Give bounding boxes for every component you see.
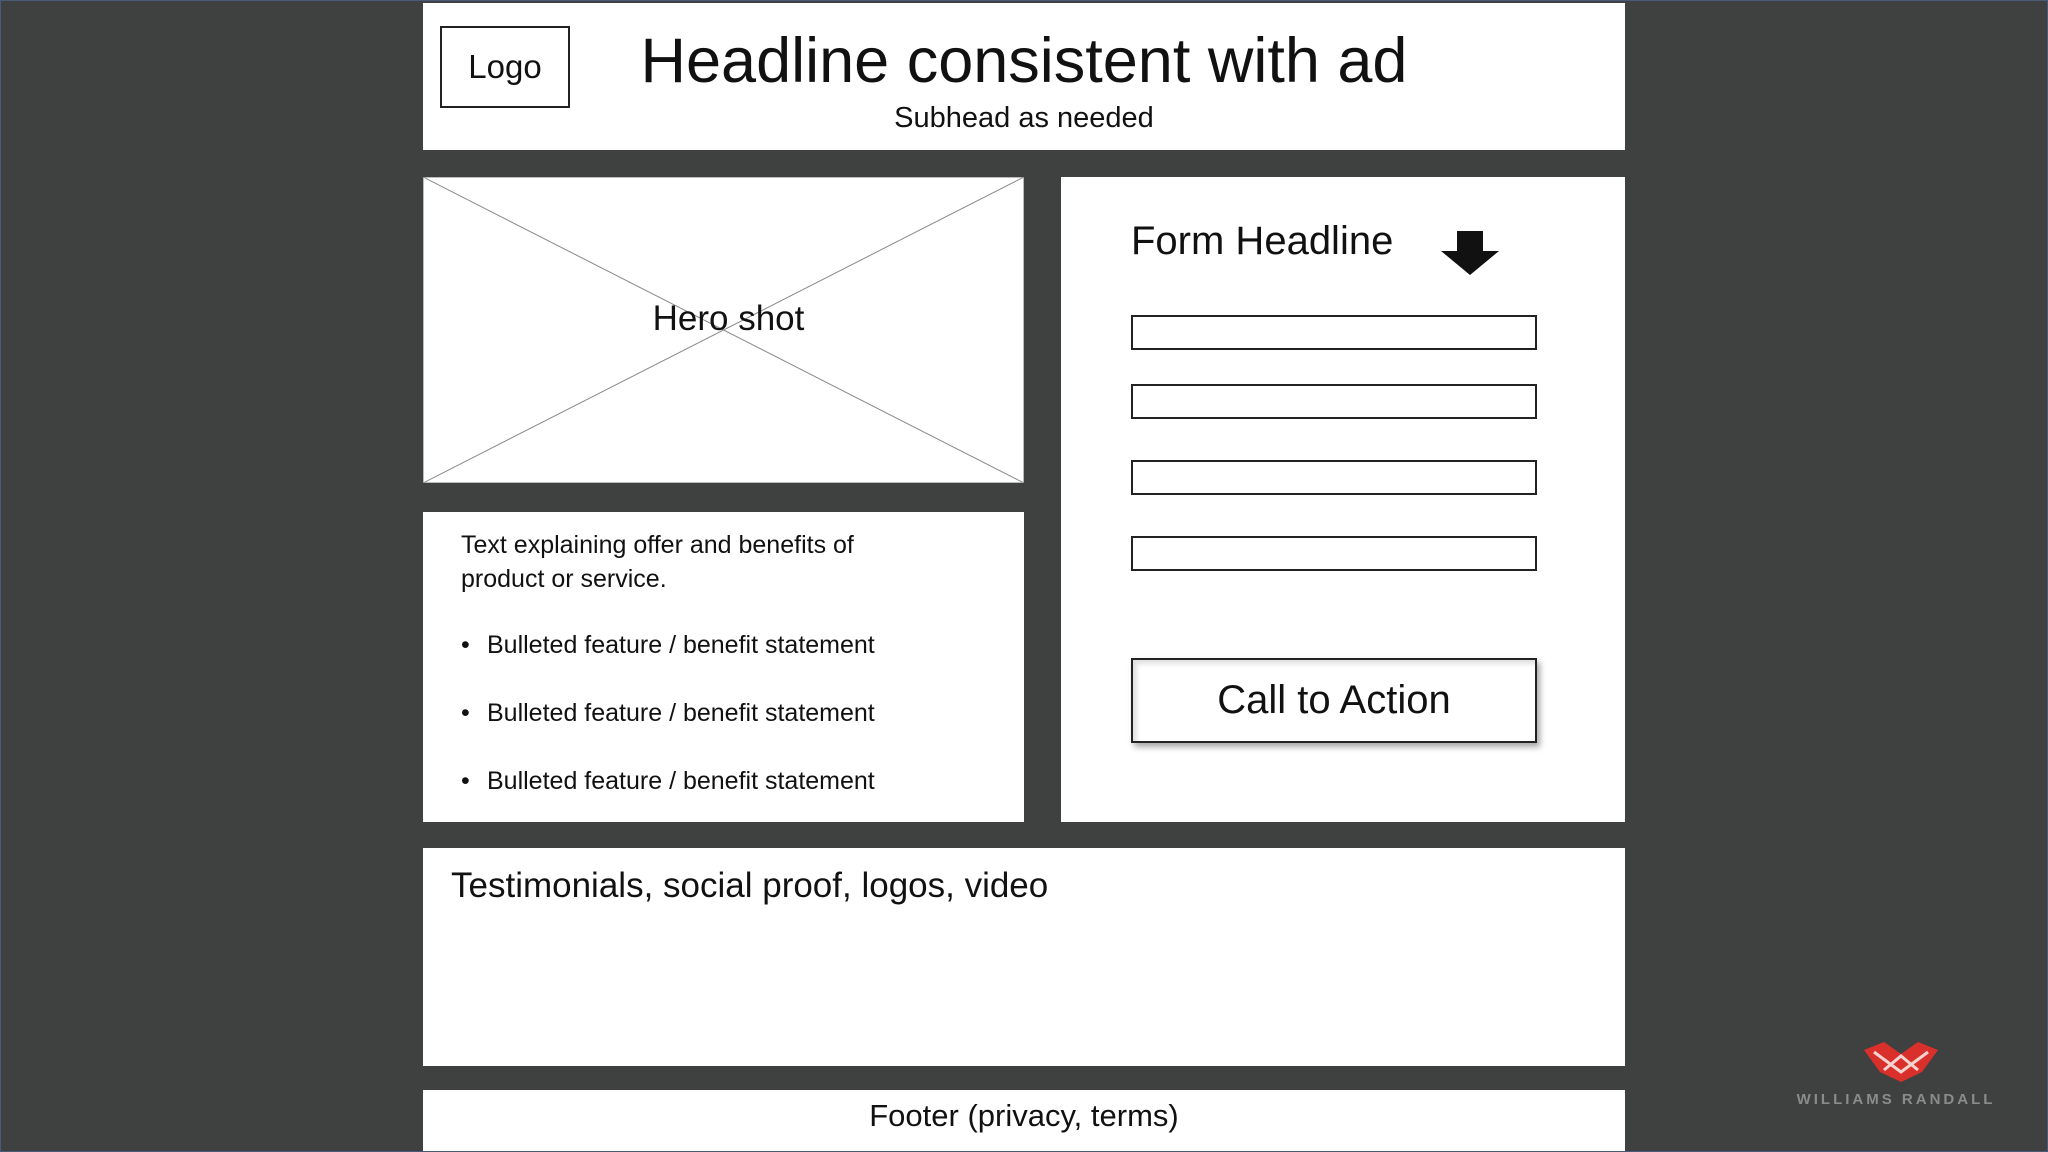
benefit-list: • Bulleted feature / benefit statement • B…: [461, 628, 875, 832]
form-headline: Form Headline: [1131, 219, 1394, 263]
call-to-action-button[interactable]: Call to Action: [1131, 658, 1537, 743]
testimonials-panel: Testimonials, social proof, logos, video: [423, 848, 1625, 1066]
bullet-icon: •: [461, 631, 470, 659]
form-field-2[interactable]: [1131, 384, 1537, 419]
offer-intro-text: Text explaining offer and benefits of pr…: [461, 531, 854, 593]
brand-name: WILLIAMS RANDALL: [1796, 1091, 1996, 1108]
form-field-1[interactable]: [1131, 315, 1537, 350]
footer-label[interactable]: Footer (privacy, terms): [869, 1098, 1179, 1133]
hero-shot-label: Hero shot: [652, 299, 805, 338]
page-headline: Headline consistent with ad: [640, 26, 1408, 96]
form-field-3[interactable]: [1131, 460, 1537, 495]
arrow-down-icon: [1441, 231, 1499, 275]
list-item: • Bulleted feature / benefit statement: [461, 696, 875, 764]
bullet-text: Bulleted feature / benefit statement: [487, 767, 875, 795]
offer-text-panel: Text explaining offer and benefits of pr…: [423, 512, 1024, 822]
lead-form-panel: Form Headline Call to Action: [1061, 177, 1625, 822]
bullet-text: Bulleted feature / benefit statement: [487, 699, 875, 727]
page-subhead: Subhead as needed: [894, 102, 1154, 134]
list-item: • Bulleted feature / benefit statement: [461, 764, 875, 832]
form-field-4[interactable]: [1131, 536, 1537, 571]
image-placeholder-cross-icon: [423, 177, 1024, 483]
logo-placeholder[interactable]: Logo: [440, 26, 570, 108]
header-panel: Logo Headline consistent with ad Subhead…: [423, 3, 1625, 150]
footer-panel: Footer (privacy, terms): [423, 1090, 1625, 1152]
bullet-text: Bulleted feature / benefit statement: [487, 631, 875, 659]
brand-logo-icon: [1864, 1042, 1938, 1082]
bullet-icon: •: [461, 767, 470, 795]
testimonials-label: Testimonials, social proof, logos, video: [451, 866, 1049, 905]
hero-shot-placeholder: Hero shot: [423, 177, 1024, 483]
list-item: • Bulleted feature / benefit statement: [461, 628, 875, 696]
logo-label: Logo: [468, 48, 542, 85]
bullet-icon: •: [461, 699, 470, 727]
brand-watermark: WILLIAMS RANDALL: [1790, 1040, 2002, 1120]
